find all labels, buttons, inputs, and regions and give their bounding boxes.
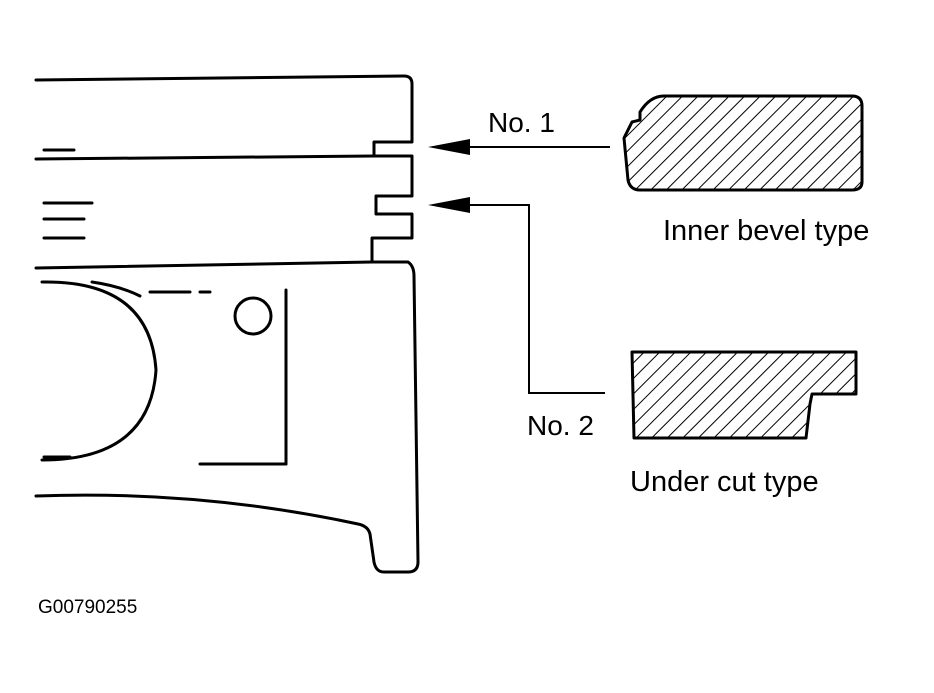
piston-cross-section [34,74,420,574]
oil-hole [233,296,273,336]
ring-no1-label: No. 1 [488,107,555,138]
ring-groove-line-1 [34,154,376,161]
arrow-no2-line [465,204,605,394]
ring-no2-label: No. 2 [527,410,594,441]
piston-pin-boss [40,280,158,462]
boss-fillet [90,280,142,298]
leader-lines [465,146,610,394]
under-cut-type-label: Under cut type [630,466,819,498]
ring-land-line-2 [34,260,374,270]
piston-outline [34,74,420,574]
figure-code: G00790255 [38,597,138,618]
inner-bevel-type-label: Inner bevel type [663,215,870,247]
inner-bevel-ring-section [622,94,864,192]
arrow-no2-head [428,197,470,213]
under-cut-ring-section [630,350,858,440]
arrow-no1-head [428,139,470,155]
